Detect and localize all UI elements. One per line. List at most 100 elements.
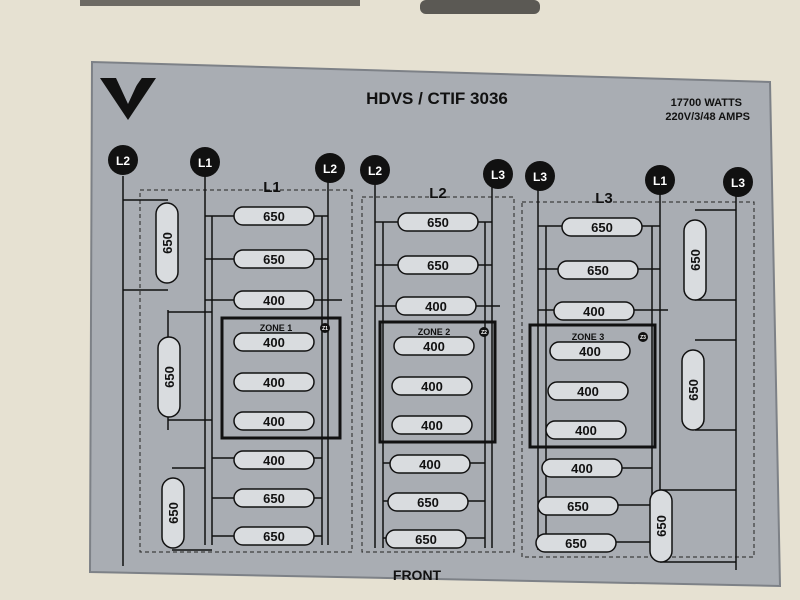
- svg-text:L3: L3: [491, 168, 505, 182]
- svg-text:400: 400: [419, 457, 441, 472]
- heating-element: 650: [233, 488, 315, 508]
- heating-element: 400: [391, 415, 473, 435]
- heating-element: 650: [535, 533, 617, 553]
- svg-text:650: 650: [567, 499, 589, 514]
- svg-text:650: 650: [427, 258, 449, 273]
- svg-text:650: 650: [263, 252, 285, 267]
- terminal-badge: L2: [108, 145, 138, 175]
- heating-element: 400: [233, 332, 315, 352]
- svg-text:Z2: Z2: [481, 330, 487, 336]
- side-element-right: 650: [649, 489, 673, 563]
- svg-text:Z3: Z3: [640, 335, 646, 341]
- side-element-left: 650: [161, 477, 185, 549]
- heating-element: 650: [561, 217, 643, 237]
- svg-text:400: 400: [579, 344, 601, 359]
- svg-text:400: 400: [263, 414, 285, 429]
- front-label: FRONT: [393, 567, 442, 583]
- svg-text:L2: L2: [368, 164, 382, 178]
- svg-text:650: 650: [263, 529, 285, 544]
- heating-element: 400: [549, 341, 631, 361]
- rating-watts: 17700 WATTS: [671, 97, 742, 109]
- rating-supply: 220V/3/48 AMPS: [665, 111, 750, 123]
- svg-text:400: 400: [423, 339, 445, 354]
- heating-element: 650: [537, 496, 619, 516]
- heating-element: 400: [545, 420, 627, 440]
- heating-element: 400: [233, 290, 315, 310]
- svg-text:400: 400: [263, 453, 285, 468]
- heating-element: 650: [557, 260, 639, 280]
- terminal-badge: L3: [483, 159, 513, 189]
- heating-element: 400: [391, 376, 473, 396]
- svg-text:650: 650: [688, 249, 703, 271]
- heating-element: 400: [233, 450, 315, 470]
- svg-text:L1: L1: [653, 174, 667, 188]
- zone-marker: Z2: [479, 327, 489, 337]
- svg-text:650: 650: [263, 209, 285, 224]
- svg-text:650: 650: [565, 536, 587, 551]
- svg-text:L3: L3: [533, 170, 547, 184]
- zone-marker: Z3: [638, 332, 648, 342]
- heating-element: 400: [547, 381, 629, 401]
- svg-text:400: 400: [425, 299, 447, 314]
- svg-text:650: 650: [686, 379, 701, 401]
- heating-element: 400: [389, 454, 471, 474]
- svg-text:400: 400: [575, 423, 597, 438]
- svg-text:650: 650: [427, 215, 449, 230]
- svg-text:L2: L2: [116, 154, 130, 168]
- group-label: L3: [595, 190, 613, 207]
- terminal-badge: L3: [723, 167, 753, 197]
- svg-text:L2: L2: [323, 162, 337, 176]
- heating-element: 400: [553, 301, 635, 321]
- heating-element: 400: [233, 372, 315, 392]
- wall-top-strip: [80, 0, 360, 6]
- svg-text:650: 650: [162, 366, 177, 388]
- group-label: L1: [263, 179, 281, 196]
- svg-text:650: 650: [160, 232, 175, 254]
- zone-label: ZONE 3: [572, 332, 605, 342]
- svg-text:L1: L1: [198, 156, 212, 170]
- heating-element: 650: [385, 529, 467, 549]
- svg-text:400: 400: [263, 335, 285, 350]
- svg-text:650: 650: [591, 220, 613, 235]
- svg-text:400: 400: [571, 461, 593, 476]
- side-element-left: 650: [157, 336, 181, 418]
- heating-element: 400: [395, 296, 477, 316]
- terminal-badge: L2: [315, 153, 345, 183]
- svg-text:650: 650: [415, 532, 437, 547]
- svg-text:650: 650: [654, 515, 669, 537]
- heating-element: 650: [397, 212, 479, 232]
- svg-text:400: 400: [263, 375, 285, 390]
- zone-marker: Z1: [320, 323, 330, 333]
- group-outlines: [139, 189, 755, 558]
- svg-text:L3: L3: [731, 176, 745, 190]
- svg-text:650: 650: [263, 491, 285, 506]
- brand-logo: [100, 72, 156, 120]
- svg-text:Z1: Z1: [322, 326, 328, 332]
- heating-element: 650: [397, 255, 479, 275]
- heating-element: 650: [233, 249, 315, 269]
- zone-label: ZONE 1: [260, 323, 293, 333]
- side-element-right: 650: [681, 349, 705, 431]
- zone-boxes: [220, 316, 657, 449]
- svg-text:650: 650: [587, 263, 609, 278]
- zone-label: ZONE 2: [418, 327, 451, 337]
- svg-text:650: 650: [417, 495, 439, 510]
- svg-text:400: 400: [421, 418, 443, 433]
- heating-element: 650: [387, 492, 469, 512]
- svg-text:650: 650: [166, 502, 181, 524]
- side-element-left: 650: [155, 202, 179, 284]
- terminal-badges: L2 L1 L2 L2 L3 L3 L1 L3: [108, 145, 753, 197]
- model-title: HDVS / CTIF 3036: [366, 89, 508, 108]
- svg-text:400: 400: [421, 379, 443, 394]
- svg-text:400: 400: [263, 293, 285, 308]
- terminal-badge: L3: [525, 161, 555, 191]
- heating-element: 400: [393, 336, 475, 356]
- group-label: L2: [429, 185, 447, 202]
- heating-element: 400: [233, 411, 315, 431]
- heating-element: 650: [233, 206, 315, 226]
- svg-text:400: 400: [577, 384, 599, 399]
- heating-element: 400: [541, 458, 623, 478]
- side-element-right: 650: [683, 219, 707, 301]
- svg-text:400: 400: [583, 304, 605, 319]
